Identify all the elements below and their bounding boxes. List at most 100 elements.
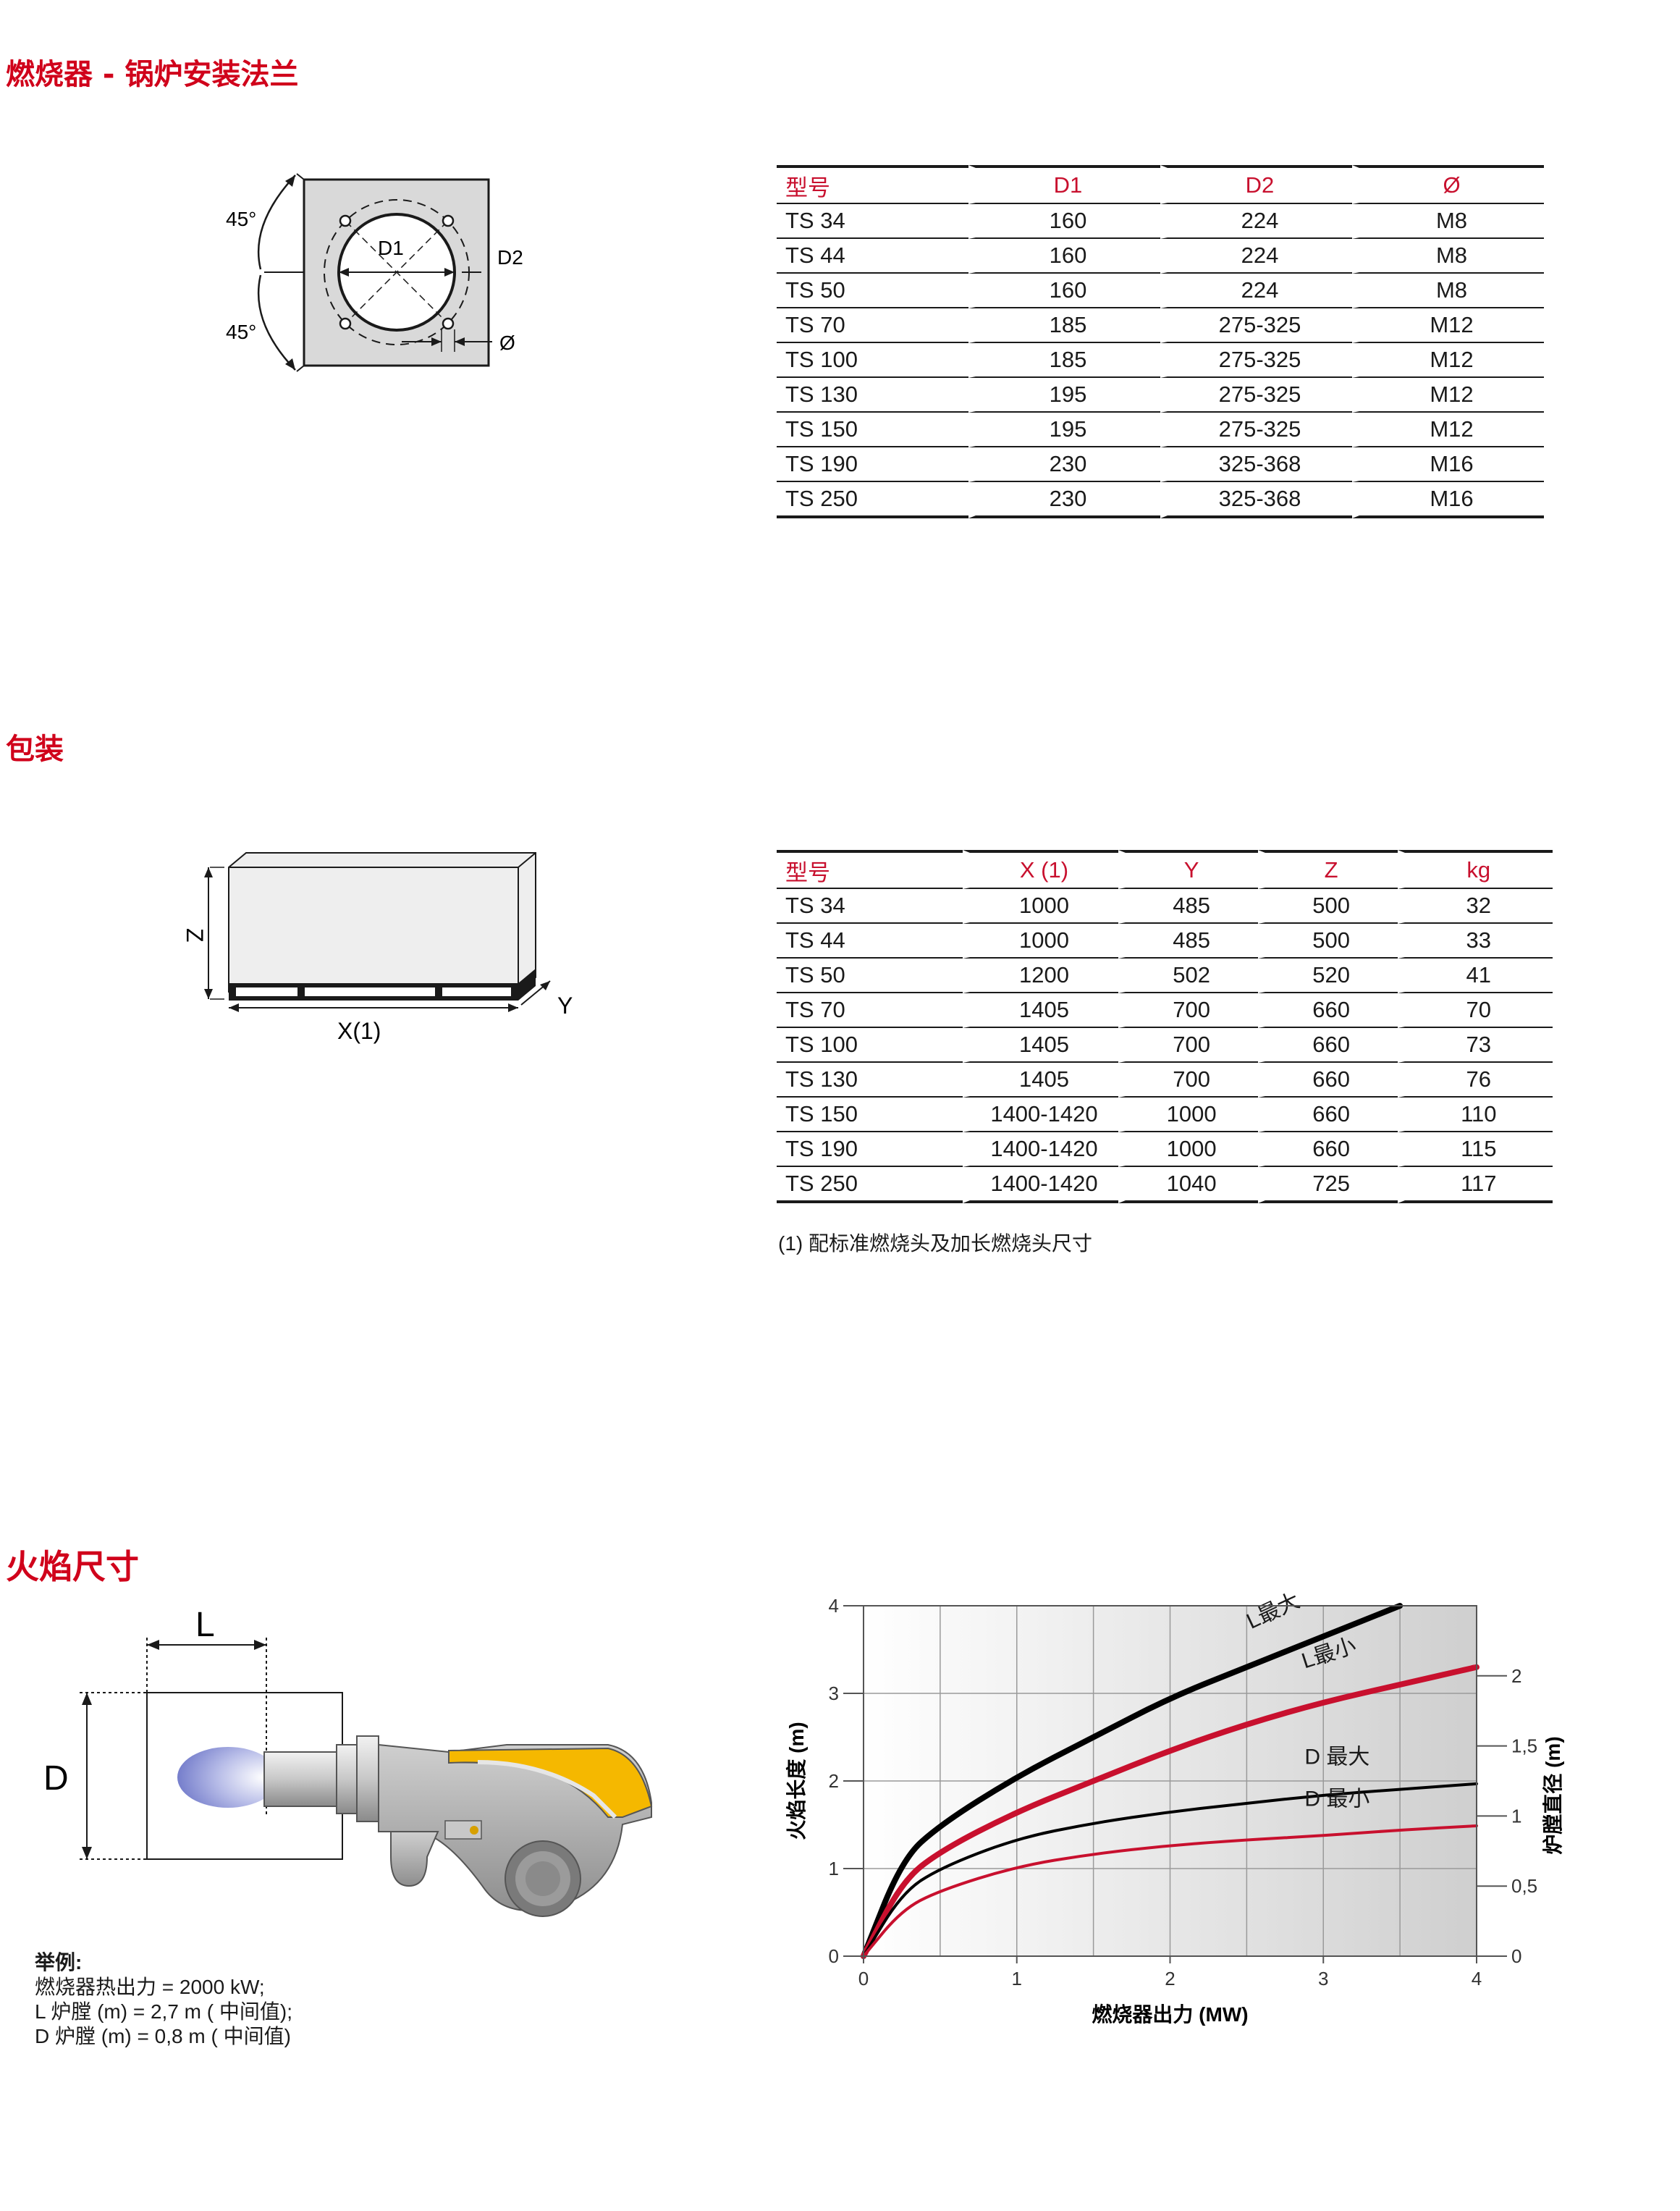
table-cell: TS 70 (777, 993, 963, 1028)
flange-section-title: 燃烧器 - 锅炉安装法兰 (6, 58, 299, 91)
table-cell: 275-325 (1160, 308, 1352, 343)
table-cell: 70 (1397, 993, 1553, 1028)
x-tick-label: 1 (1012, 1968, 1022, 1989)
y-tick-label: 3 (829, 1683, 839, 1704)
table-cell: 160 (968, 239, 1160, 274)
col-header: Z (1257, 850, 1398, 889)
table-cell: M8 (1352, 204, 1544, 239)
col-header: D2 (1160, 165, 1352, 204)
table-cell: TS 100 (777, 343, 968, 378)
l-label: L (195, 1606, 215, 1644)
package-box (228, 852, 536, 993)
table-cell: 224 (1160, 274, 1352, 308)
y-tick-label: 4 (829, 1595, 839, 1617)
flame (177, 1747, 279, 1808)
table-cell: 275-325 (1160, 343, 1352, 378)
y2-tick-label: 1,5 (1511, 1735, 1537, 1757)
table-cell: 485 (1118, 924, 1258, 959)
table-cell: 660 (1257, 1098, 1398, 1132)
y2-tick-label: 0,5 (1511, 1875, 1537, 1897)
table-cell: TS 250 (777, 1167, 963, 1203)
table-cell: 325-368 (1160, 482, 1352, 518)
table-cell: 500 (1257, 889, 1398, 924)
phi-label: Ø (499, 332, 515, 354)
bolt-hole (339, 214, 352, 227)
table-cell: 725 (1257, 1167, 1398, 1203)
table-cell: 195 (968, 378, 1160, 413)
blast-tube (263, 1751, 337, 1807)
table-cell: 115 (1397, 1132, 1553, 1167)
table-cell: M16 (1352, 447, 1544, 482)
table-cell: 500 (1257, 924, 1398, 959)
table-cell: 1000 (963, 889, 1118, 924)
bolt-hole (442, 214, 455, 227)
table-cell: TS 130 (777, 1063, 963, 1098)
table-cell: 41 (1397, 959, 1553, 993)
table-cell: M12 (1352, 378, 1544, 413)
table-cell: M12 (1352, 308, 1544, 343)
col-header: 型号 (777, 165, 968, 204)
angle-bottom-label: 45° (226, 321, 256, 343)
table-cell: TS 190 (777, 447, 968, 482)
table-cell: 660 (1257, 1132, 1398, 1167)
table-cell: 485 (1118, 889, 1258, 924)
table-cell: 660 (1257, 1028, 1398, 1063)
table-cell: 325-368 (1160, 447, 1352, 482)
table-cell: 1000 (1118, 1098, 1258, 1132)
table-cell: 110 (1397, 1098, 1553, 1132)
table-cell: 275-325 (1160, 413, 1352, 447)
x-tick-label: 0 (858, 1968, 869, 1989)
y-tick-label: 0 (829, 1945, 839, 1967)
table-cell: TS 250 (777, 482, 968, 518)
x-tick-label: 3 (1318, 1968, 1328, 1989)
y2-tick-label: 2 (1511, 1665, 1521, 1687)
table-cell: TS 70 (777, 308, 968, 343)
burner-diagram: L D (43, 1606, 653, 1917)
x-tick-label: 4 (1472, 1968, 1482, 1989)
col-header: 型号 (777, 850, 963, 889)
y2-tick-label: 1 (1511, 1805, 1521, 1827)
series-line (861, 1664, 1480, 1959)
table-cell: TS 34 (777, 204, 968, 239)
col-header: kg (1397, 850, 1553, 889)
table-cell: 224 (1160, 239, 1352, 274)
y-tick-label: 1 (829, 1858, 839, 1879)
x-tick-label: 2 (1165, 1968, 1175, 1989)
series-line (861, 1603, 1403, 1959)
series-line (862, 1824, 1478, 1958)
table-cell: 700 (1118, 993, 1258, 1028)
table-cell: 76 (1397, 1063, 1553, 1098)
flame-section-title: 火焰尺寸 (6, 1547, 139, 1586)
table-cell: TS 190 (777, 1132, 963, 1167)
table-cell: 1400-1420 (963, 1132, 1118, 1167)
col-header: X (1) (963, 850, 1118, 889)
table-cell: 700 (1118, 1063, 1258, 1098)
table-cell: 33 (1397, 924, 1553, 959)
table-cell: TS 150 (777, 1098, 963, 1132)
table-cell: 1400-1420 (963, 1167, 1118, 1203)
table-cell: 700 (1118, 1028, 1258, 1063)
table-cell: M8 (1352, 274, 1544, 308)
d-label: D (43, 1759, 69, 1798)
col-header: Ø (1352, 165, 1544, 204)
series-line (862, 1782, 1478, 1958)
table-cell: 1000 (1118, 1132, 1258, 1167)
table-cell: M16 (1352, 482, 1544, 518)
table-cell: 224 (1160, 204, 1352, 239)
table-cell: 230 (968, 447, 1160, 482)
table-cell: 195 (968, 413, 1160, 447)
